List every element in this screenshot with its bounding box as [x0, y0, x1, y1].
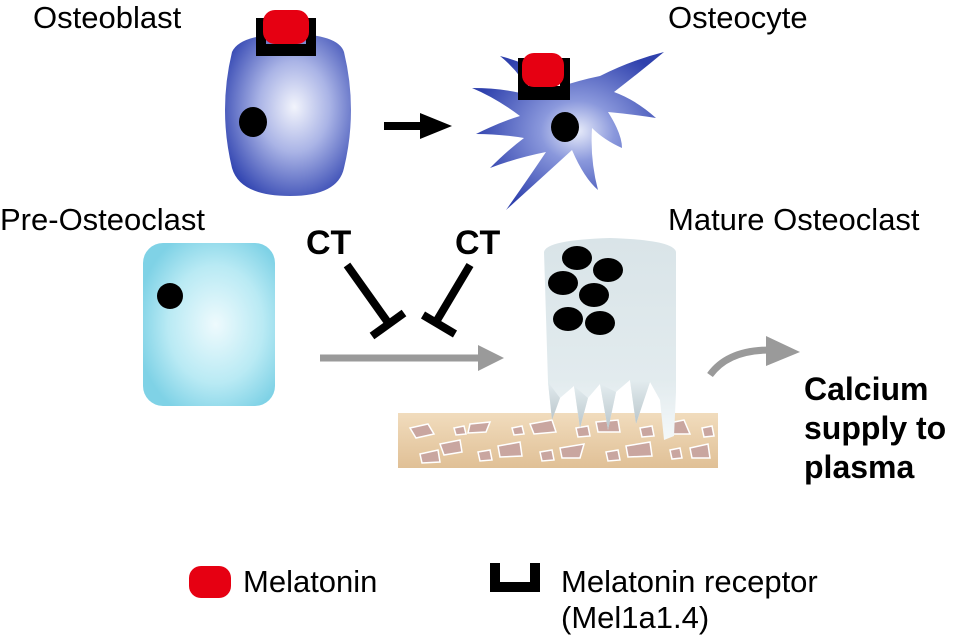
pre-osteoclast-cell: [143, 243, 275, 406]
resorption-spikes: [548, 380, 650, 430]
pre-osteoclast-nucleus: [157, 283, 183, 309]
ct-inhibition-right: [420, 262, 474, 338]
calcium-line-3: plasma: [804, 449, 915, 485]
legend-receptor-icon: [490, 563, 540, 592]
osteoblast-cell: [225, 10, 351, 196]
osteoblast-receptor-icon: [256, 10, 316, 56]
osteoclast-nuclei: [548, 246, 623, 335]
calcium-line-2: supply to: [804, 410, 947, 446]
osteocyte-receptor-icon: [518, 53, 570, 100]
legend-receptor-sublabel: (Mel1a1.4): [561, 600, 710, 635]
calcium-line-1: Calcium: [804, 371, 929, 407]
osteocyte-cell: [472, 52, 664, 210]
mature-osteoclast-label: Mature Osteoclast: [668, 202, 920, 237]
ct-label-left: CT: [306, 224, 352, 262]
legend-melatonin-icon: [189, 566, 231, 598]
legend-receptor-label: Melatonin receptor: [561, 564, 818, 599]
osteoblast-melatonin-icon: [263, 10, 309, 44]
calcium-release-arrow: [707, 336, 800, 378]
calcium-supply-label: Calcium supply to plasma: [804, 370, 946, 487]
ct-inhibition-left: [343, 262, 407, 340]
differentiation-arrow: [384, 113, 452, 139]
osteocyte-label: Osteocyte: [668, 0, 808, 35]
osteocyte-nucleus: [551, 112, 579, 142]
osteoblast-label: Osteoblast: [33, 0, 182, 35]
osteocyte-melatonin-icon: [522, 53, 564, 87]
ct-label-right: CT: [455, 224, 501, 262]
mature-osteoclast-cell: [544, 238, 676, 440]
osteoclast-differentiation-arrow: [320, 345, 504, 371]
pre-osteoclast-label: Pre-Osteoclast: [0, 202, 206, 237]
legend-melatonin-label: Melatonin: [243, 564, 378, 599]
osteoblast-nucleus: [239, 107, 267, 137]
